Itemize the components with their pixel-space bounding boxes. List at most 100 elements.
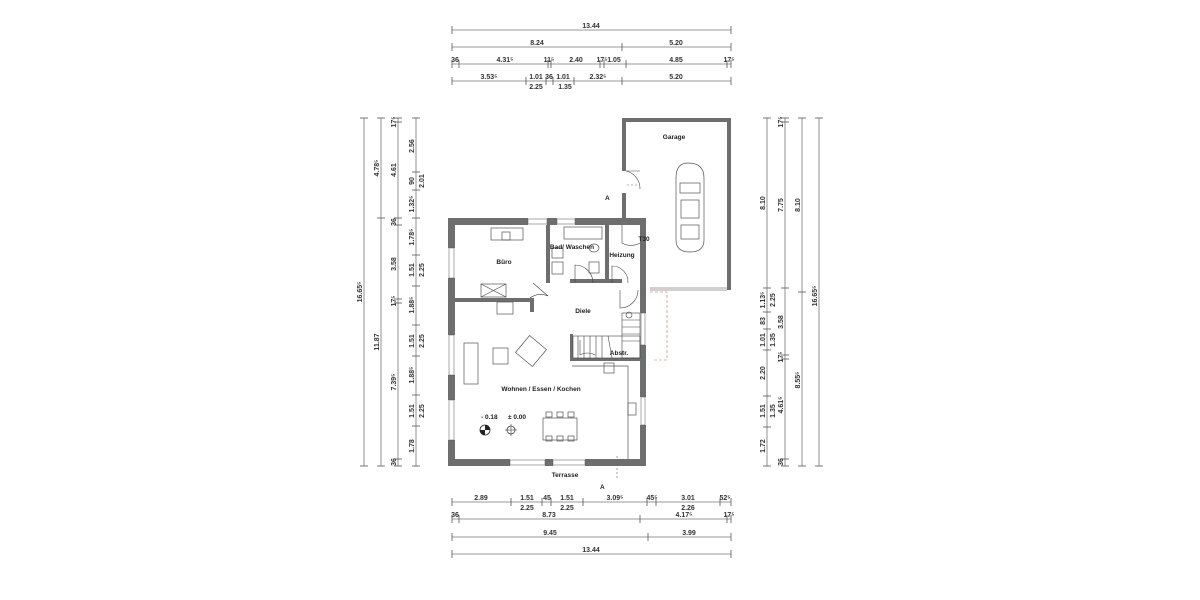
- dim-label: 1.35: [770, 333, 777, 347]
- walls: [448, 118, 731, 466]
- bottom-dimension-chains: 2.89 1.51 45 1.51 3.09⁵ 45⁵ 3.01 52⁵ 2.2…: [451, 495, 735, 558]
- top-dimension-chains: 13.44 8.24 5.20 36 4.31⁵ 11⁵ 2.40 17⁵ 1.…: [451, 23, 734, 91]
- dim-label: 2.25: [419, 263, 426, 277]
- dim-label: 90: [409, 177, 416, 185]
- room-label-abstr: Abstr.: [610, 350, 629, 357]
- dim-label: 16.65⁵: [812, 286, 819, 307]
- dim-label: 8.55⁵: [795, 372, 802, 389]
- staircase: [572, 311, 641, 359]
- dim-label: 1.01: [529, 74, 543, 81]
- section-marker-bottom: A: [600, 484, 605, 491]
- dim-label: 1.51: [760, 404, 767, 418]
- dim-label: 83: [760, 317, 767, 325]
- dim-label: 2.25: [529, 84, 543, 91]
- dim-label: 8.73: [542, 512, 556, 519]
- room-label-diele: Diele: [575, 308, 591, 315]
- dim-label: 36: [391, 218, 398, 226]
- left-dimension-chains: 16.65⁵ 4.78⁵ 11.87 17⁵ 4.61 36 3.58 17⁵ …: [357, 116, 426, 467]
- dim-label: 2.25: [560, 505, 574, 512]
- dim-label: 36: [778, 458, 785, 466]
- dim-label: 1.01: [556, 74, 570, 81]
- dim-label: 1.51: [520, 495, 534, 502]
- dim-label: 17⁵: [723, 512, 734, 519]
- room-label-terrasse: Terrasse: [552, 472, 579, 479]
- dim-label: 17⁵: [391, 116, 398, 127]
- section-markers: A A: [600, 184, 639, 491]
- dim-label: 9.45: [543, 530, 557, 537]
- room-labels: Garage Büro Bad/ Waschen Heizung Diele A…: [496, 134, 685, 479]
- dim-label: 16.65⁵: [357, 282, 364, 303]
- dim-label: 2.32⁵: [590, 74, 607, 81]
- room-label-wohnen: Wohnen / Essen / Kochen: [501, 386, 580, 393]
- dim-label: 4.61: [391, 163, 398, 177]
- dim-label: 1.01: [760, 333, 767, 347]
- dim-label: 2.20: [760, 366, 767, 380]
- dim-label: 3.53⁵: [481, 74, 498, 81]
- dashed-overhang: [650, 291, 668, 361]
- room-label-garage: Garage: [663, 134, 686, 141]
- room-label-bad: Bad/ Waschen: [550, 244, 594, 251]
- dim-label: 1.35: [558, 84, 572, 91]
- dim-label: 1.78⁵: [409, 229, 416, 246]
- dim-label: 3.58: [778, 315, 785, 329]
- dim-label: 2.56: [409, 139, 416, 153]
- dim-label: 8.10: [760, 196, 767, 210]
- dim-label: 5.20: [669, 74, 683, 81]
- dim-label: 17⁵: [723, 57, 734, 64]
- dim-top-garage: 5.20: [669, 40, 683, 47]
- level-symbol-open-icon: [505, 424, 517, 436]
- dim-label: 4.78⁵: [374, 160, 381, 177]
- car-icon: [675, 162, 705, 253]
- dim-label: 3.01: [681, 495, 695, 502]
- dim-label: 1.78: [409, 439, 416, 453]
- dim-label: 1.35: [770, 404, 777, 418]
- dim-label: 2.26: [681, 505, 695, 512]
- dim-label: 1.88⁵: [409, 367, 416, 384]
- doors: [529, 170, 641, 356]
- dim-label: 1.51: [560, 495, 574, 502]
- dim-label: 36: [545, 74, 553, 81]
- dim-label: 17⁵: [778, 351, 785, 362]
- dim-label: 3.58: [391, 257, 398, 271]
- dim-label: 36: [391, 458, 398, 466]
- dim-label: 52⁵: [719, 495, 730, 502]
- dim-top-total: 13.44: [582, 23, 600, 30]
- dim-label: 45⁵: [646, 495, 657, 502]
- level-symbol-filled-icon: [479, 424, 491, 436]
- dim-label: 2.40: [569, 57, 583, 64]
- dim-label: 8.10: [795, 198, 802, 212]
- dim-label: 1.51: [409, 263, 416, 277]
- dim-label: 4.17⁵: [676, 512, 693, 519]
- dim-label: 2.25: [419, 404, 426, 418]
- level-floor: ± 0.00: [508, 414, 526, 421]
- dim-label: 3.99: [682, 530, 696, 537]
- dim-label: 36: [451, 57, 459, 64]
- dim-label: 2.25: [419, 334, 426, 348]
- dim-label: 2.25: [770, 293, 777, 307]
- dim-label: 1.72: [760, 439, 767, 453]
- dim-label: 1.05: [607, 57, 621, 64]
- section-marker-top: A: [605, 195, 610, 202]
- dim-label: 4.31⁵: [497, 57, 514, 64]
- dim-label: 3.09⁵: [607, 495, 624, 502]
- level-markers: - 0.18 ± 0.00: [479, 414, 526, 436]
- dim-label: 17⁵: [391, 295, 398, 306]
- furniture: [463, 226, 637, 459]
- dim-label: 45: [543, 495, 551, 502]
- dim-label: 1.51: [409, 334, 416, 348]
- dim-label: 1.13⁵: [760, 292, 767, 309]
- room-label-buero: Büro: [496, 259, 511, 266]
- windows: [448, 218, 727, 466]
- dim-label: 13.44: [582, 547, 600, 554]
- level-outside: - 0.18: [481, 414, 498, 421]
- dim-label: 4.85: [669, 57, 683, 64]
- dim-label: 17⁵: [596, 57, 607, 64]
- dim-label: 1.88⁵: [409, 297, 416, 314]
- right-dimension-chains: 8.10 1.13⁵ 83 1.01 2.20 1.51 1.72 2.25 1…: [760, 116, 823, 467]
- room-label-heizung: Heizung: [609, 252, 634, 259]
- dim-label: 1.32⁵: [409, 196, 416, 213]
- dim-top-house: 8.24: [530, 40, 544, 47]
- dim-label: 17⁵: [778, 116, 785, 127]
- fire-door-label: T30: [638, 236, 650, 243]
